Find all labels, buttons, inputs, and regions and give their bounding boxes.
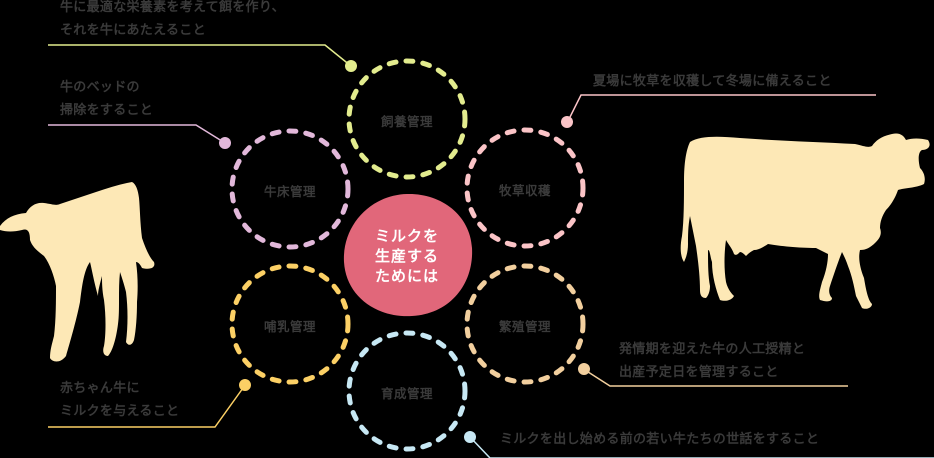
description-harvest: 夏場に牧草を収穫して冬場に備えること xyxy=(593,70,832,93)
description-rearing: ミルクを出し始める前の若い牛たちの世話をすること xyxy=(500,428,819,451)
circle-bedding xyxy=(229,128,351,250)
connector-feeding xyxy=(48,44,352,67)
center-blob xyxy=(343,193,473,317)
description-nursing-line-2: ミルクを与えること xyxy=(60,404,180,419)
dot-feeding xyxy=(345,60,357,72)
description-nursing: 赤ちゃん牛に ミルクを与えること xyxy=(60,377,179,423)
node-label-bedding: 牛床管理 xyxy=(263,184,316,199)
description-feeding-line-1: 牛に最適な栄養素を考えて餌を作り、 xyxy=(60,0,285,15)
center-line-1: ミルクを xyxy=(374,227,439,245)
connector-rearing xyxy=(469,436,934,458)
center-line-3: ためには xyxy=(374,267,439,285)
connector-breeding xyxy=(584,369,848,387)
dot-bedding xyxy=(219,137,231,149)
description-breeding-line-2: 出産予定日を管理すること xyxy=(619,365,779,380)
connector-nursing xyxy=(48,387,244,428)
circle-breeding xyxy=(464,263,586,385)
description-bedding-line-2: 掃除をすること xyxy=(60,103,154,118)
dot-nursing xyxy=(239,379,251,391)
center-line-2: 生産する xyxy=(374,247,439,265)
description-bedding: 牛のベッドの 掃除をすること xyxy=(60,76,153,122)
connector-harvest xyxy=(567,94,876,122)
dot-harvest xyxy=(561,116,573,128)
circle-nursing xyxy=(229,263,351,385)
node-label-breeding: 繁殖管理 xyxy=(498,319,551,334)
description-rearing-line-1: ミルクを出し始める前の若い牛たちの世話をすること xyxy=(500,432,820,447)
description-breeding-line-1: 発情期を迎えた牛の人工授精と xyxy=(619,342,806,357)
circle-rearing xyxy=(346,330,468,452)
description-harvest-line-1: 夏場に牧草を収穫して冬場に備えること xyxy=(593,74,832,89)
circle-harvest xyxy=(464,127,586,249)
description-breeding: 発情期を迎えた牛の人工授精と 出産予定日を管理すること xyxy=(619,338,805,384)
description-feeding-line-2: それを牛にあたえること xyxy=(60,23,206,38)
description-nursing-line-1: 赤ちゃん牛に xyxy=(60,381,140,396)
connector-bedding xyxy=(48,124,226,144)
node-label-rearing: 育成管理 xyxy=(380,386,433,401)
description-bedding-line-1: 牛のベッドの xyxy=(60,80,140,95)
center-title: ミルクを 生産する ためには xyxy=(342,226,472,286)
description-feeding: 牛に最適な栄養素を考えて餌を作り、 それを牛にあたえること xyxy=(60,0,285,42)
node-label-harvest: 牧草収穫 xyxy=(498,183,551,198)
dot-rearing xyxy=(464,431,476,443)
cow-silhouette xyxy=(680,133,930,309)
dot-breeding xyxy=(578,363,590,375)
node-label-feeding: 飼養管理 xyxy=(380,114,433,129)
node-label-nursing: 哺乳管理 xyxy=(263,319,316,334)
calf-silhouette xyxy=(0,182,155,362)
circle-feeding xyxy=(346,58,468,180)
